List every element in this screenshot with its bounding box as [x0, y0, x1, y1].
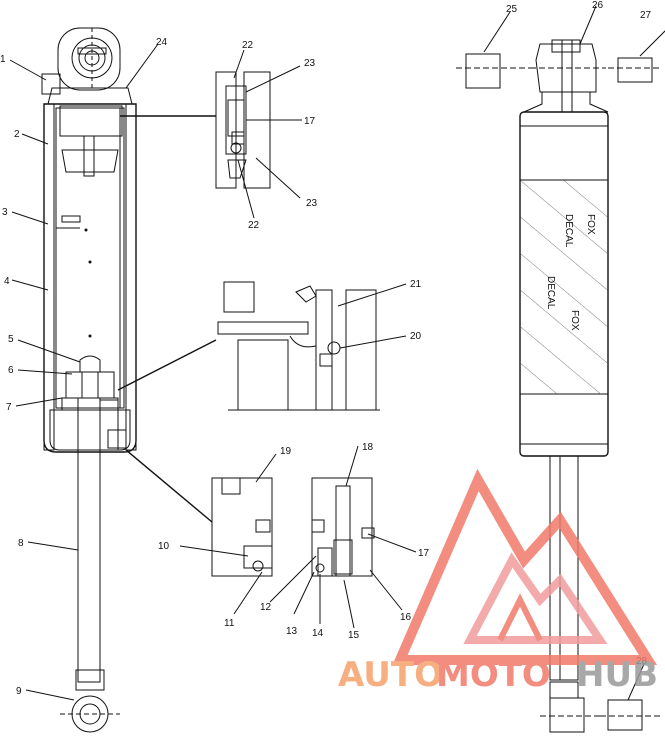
decal-line2-upper: DECAL [563, 214, 574, 248]
floating-piston [59, 105, 123, 137]
callout-24: 24 [156, 37, 168, 48]
body-outer [43, 103, 137, 453]
callout-14: 14 [312, 628, 324, 639]
piston-nut [79, 355, 101, 373]
callout-17-upper: 17 [304, 116, 316, 127]
eye-26 [535, 43, 597, 93]
bushing-25 [465, 53, 501, 89]
callout-12: 12 [260, 602, 272, 613]
callout-2: 2 [14, 129, 20, 140]
callout-22-lower: 22 [248, 220, 260, 231]
inner-tube [55, 107, 125, 409]
detail-bearing [125, 449, 375, 577]
callout-18: 18 [362, 442, 374, 453]
decal-line1-upper: FOX [585, 214, 596, 235]
callout-4: 4 [4, 276, 10, 287]
bushing-27 [617, 57, 653, 83]
callout-6: 6 [8, 365, 14, 376]
lower-eye-external [549, 697, 585, 733]
piston [65, 371, 115, 399]
callout-7: 7 [6, 402, 12, 413]
callout-26: 26 [592, 0, 604, 11]
shaft-external [549, 455, 579, 681]
callout-10: 10 [158, 541, 170, 552]
callout-13: 13 [286, 626, 298, 637]
bracket [61, 215, 81, 223]
detail-piston [117, 281, 380, 411]
leader-lines [9, 5, 665, 701]
watermark-part2: MOTO [436, 655, 551, 695]
watermark-logo [392, 468, 658, 665]
callout-8: 8 [18, 538, 24, 549]
callout-19: 19 [280, 446, 292, 457]
callout-22-upper: 22 [242, 40, 254, 51]
callout-23-upper: 23 [304, 58, 316, 69]
watermark-part1: AUTO [338, 655, 443, 695]
callout-11: 11 [224, 618, 235, 629]
shaft [77, 397, 101, 683]
decal-line2-lower: DECAL [545, 276, 556, 310]
shock-external: FOX DECAL DECAL FOX [456, 39, 662, 733]
callout-20: 20 [410, 331, 422, 342]
shock-cutaway [41, 27, 137, 733]
decal-line1-lower: FOX [569, 310, 580, 331]
callout-16: 16 [400, 612, 412, 623]
callout-1: 1 [0, 54, 6, 65]
callout-9: 9 [16, 686, 22, 697]
callout-3: 3 [2, 207, 8, 218]
callout-25: 25 [506, 4, 518, 15]
bushing-28 [607, 699, 643, 731]
bearing-housing [49, 409, 131, 451]
decal-area [520, 180, 608, 394]
callout-17-lower: 17 [418, 548, 430, 559]
watermark-part3: HUB [576, 655, 658, 695]
callout-15: 15 [348, 630, 360, 641]
top-eye [57, 27, 121, 91]
watermark: AUTO MOTO HUB [338, 468, 658, 695]
detail-seal [120, 71, 271, 189]
callout-27: 27 [640, 10, 652, 21]
callout-21: 21 [410, 279, 422, 290]
callout-5: 5 [8, 334, 14, 345]
callout-23-lower: 23 [306, 198, 318, 209]
